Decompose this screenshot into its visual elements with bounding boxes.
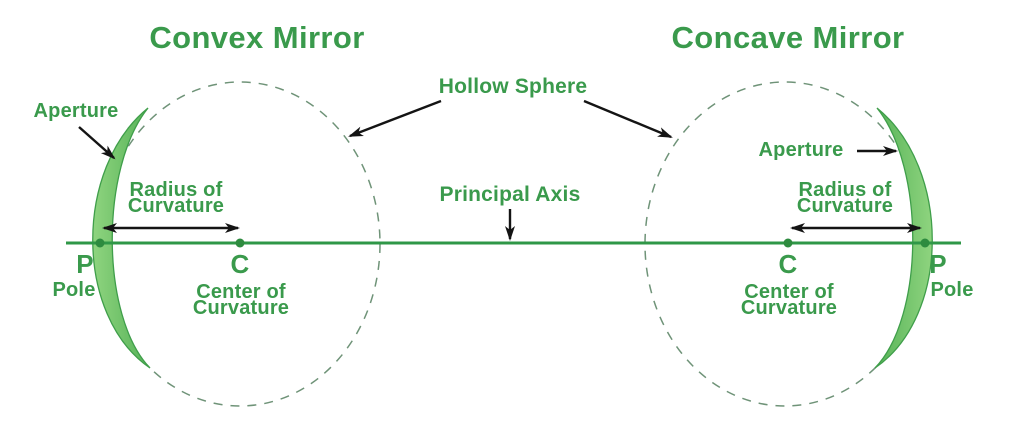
- right-center-symbol: C: [778, 249, 798, 279]
- right-radius-line2: Curvature: [796, 195, 894, 217]
- left-center-label: Center of Curvature: [192, 281, 290, 319]
- hollow-sphere-left-arrow-icon: [348, 99, 442, 138]
- left-aperture-arrow-icon: [78, 126, 116, 160]
- right-pole-symbol: P: [929, 249, 947, 279]
- left-pole-symbol: P: [76, 249, 94, 279]
- principal-axis-label: Principal Axis: [439, 183, 581, 206]
- left-center-dot: [235, 238, 245, 248]
- left-pole-label: Pole: [52, 279, 96, 301]
- left-center-line1: Center of: [196, 281, 286, 303]
- left-radius-line2: Curvature: [127, 195, 225, 217]
- right-center-dot: [783, 238, 793, 248]
- left-radius-label: Radius of Curvature: [127, 179, 225, 217]
- hollow-sphere-right-arrow-icon: [583, 99, 673, 139]
- right-pole-label: Pole: [930, 279, 974, 301]
- convex-mirror-surface: [92, 107, 151, 369]
- right-center-line2: Curvature: [740, 297, 838, 319]
- left-center-symbol: C: [230, 249, 250, 279]
- convex-mirror-title: Convex Mirror: [149, 20, 365, 55]
- right-radius-label: Radius of Curvature: [796, 179, 894, 217]
- concave-mirror-title: Concave Mirror: [671, 20, 905, 55]
- left-aperture-label: Aperture: [33, 100, 119, 122]
- left-pole-dot: [95, 238, 105, 248]
- left-center-line2: Curvature: [192, 297, 290, 319]
- right-aperture-label: Aperture: [758, 139, 844, 161]
- hollow-sphere-label: Hollow Sphere: [438, 75, 588, 98]
- right-center-label: Center of Curvature: [740, 281, 838, 319]
- right-center-line1: Center of: [744, 281, 834, 303]
- right-radius-line1: Radius of: [798, 179, 892, 201]
- right-pole-dot: [920, 238, 930, 248]
- left-radius-line1: Radius of: [129, 179, 223, 201]
- concave-mirror-surface: [874, 107, 933, 369]
